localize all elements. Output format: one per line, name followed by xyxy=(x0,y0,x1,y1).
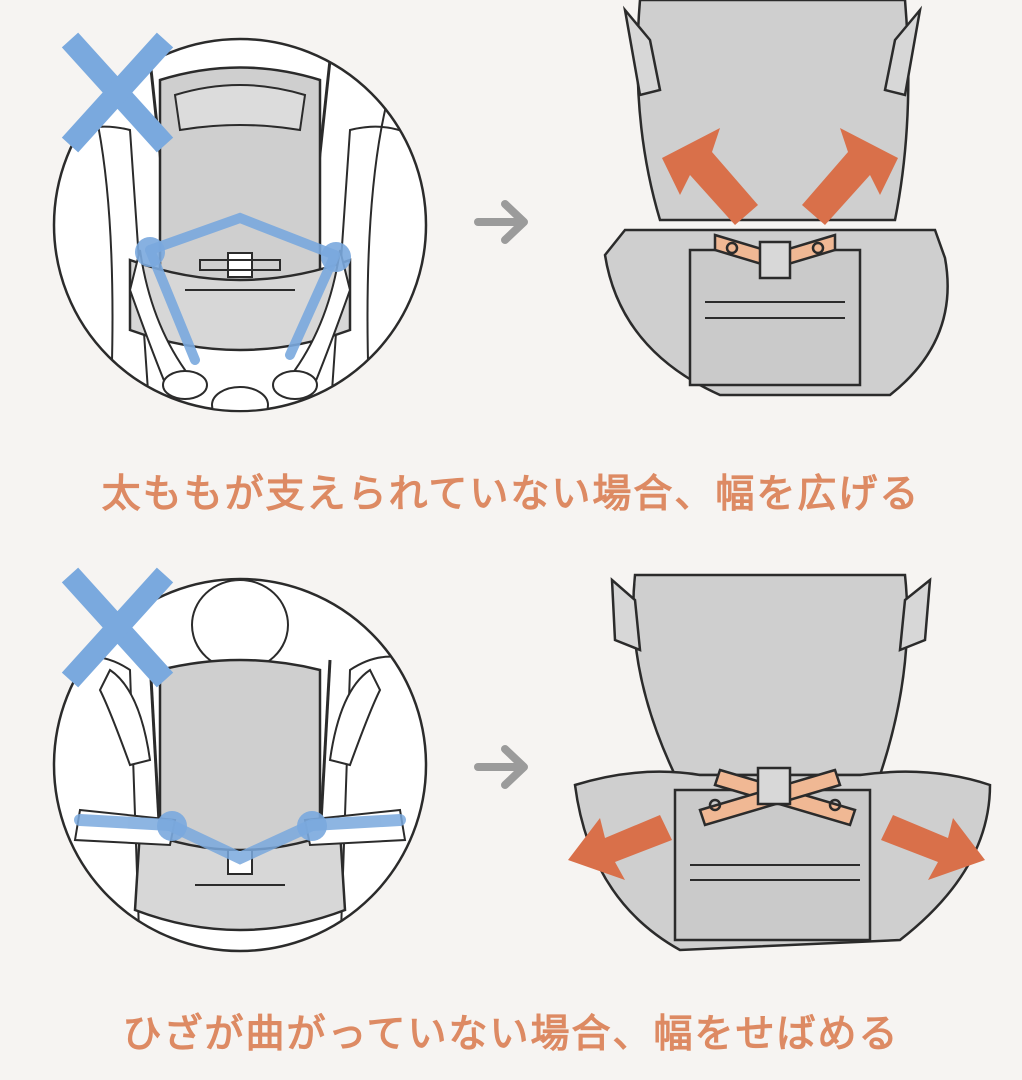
blue-x-mark-icon xyxy=(61,567,174,688)
blue-x-mark-icon xyxy=(61,32,174,153)
narrow-illustration xyxy=(52,567,992,953)
widen-section: 太ももが支えられていない場合、幅を広げる xyxy=(52,0,949,517)
carrier-back-narrowed xyxy=(573,573,992,952)
orange-direction-arrow-icon xyxy=(568,815,985,880)
widen-caption: 太ももが支えられていない場合、幅を広げる xyxy=(101,472,921,517)
gray-right-arrow-icon xyxy=(474,200,528,244)
narrow-section: ひざが曲がっていない場合、幅をせばめる xyxy=(0,540,1022,1080)
widen-illustration xyxy=(52,0,949,413)
thigh-guide-line xyxy=(145,212,340,365)
narrow-caption: ひざが曲がっていない場合、幅をせばめる xyxy=(122,1012,900,1057)
carrier-back-widened xyxy=(603,0,949,397)
orange-direction-arrow-icon xyxy=(662,128,898,225)
gray-right-arrow-icon xyxy=(474,745,528,789)
